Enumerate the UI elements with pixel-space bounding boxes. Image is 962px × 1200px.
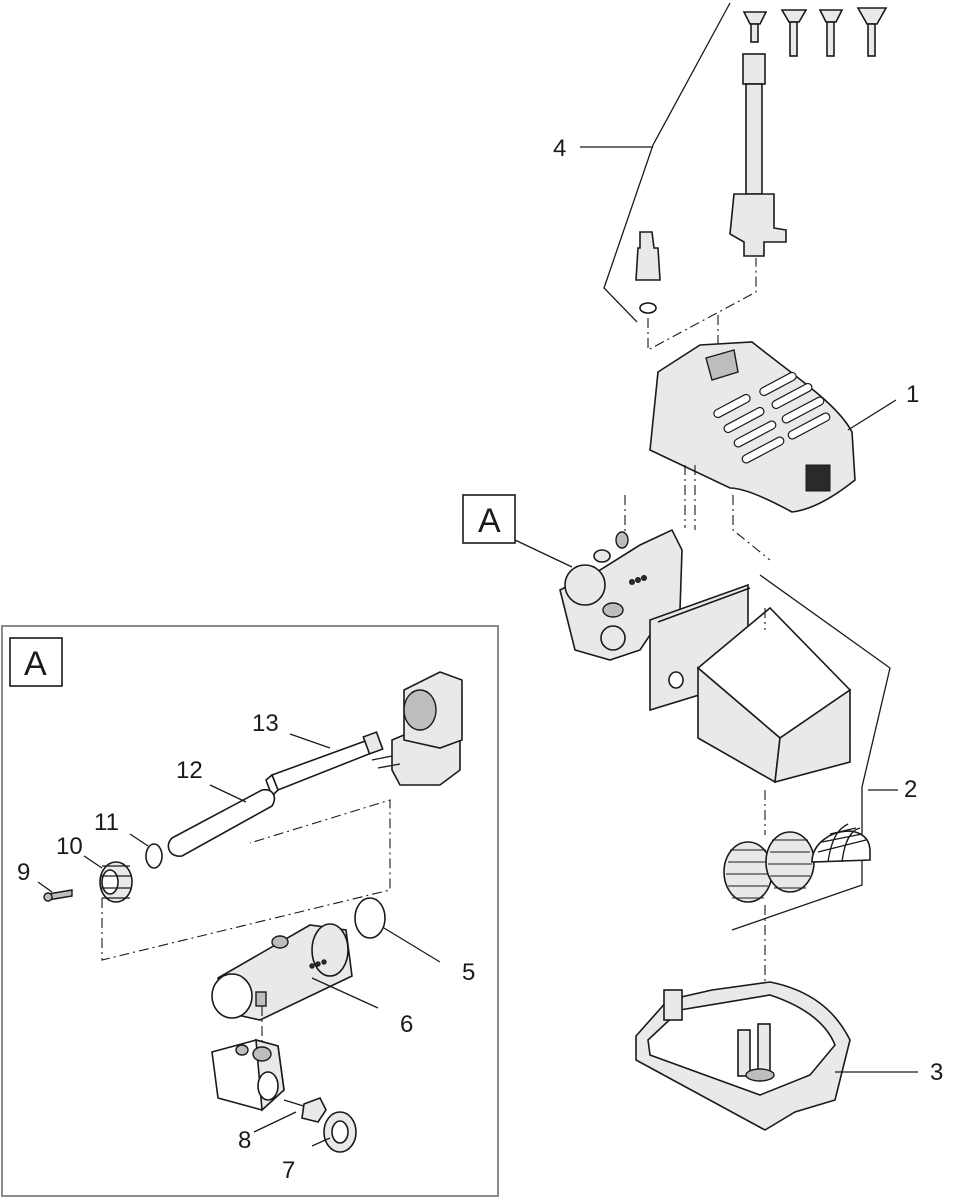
uvc-lamp-end (564, 564, 606, 606)
bracket-part-4 (603, 2, 731, 323)
cover-outlet-hole (705, 349, 739, 381)
label-12: 12 (176, 757, 203, 784)
label-7: 7 (282, 1157, 295, 1184)
uvc-lamp-part-13 (265, 731, 384, 798)
filter-sponge-part-2 (696, 606, 852, 784)
impeller-cover-part-7 (323, 1111, 357, 1153)
cover-part-1: 1 (649, 341, 919, 513)
connection-line-4 (647, 258, 757, 351)
pump-motor (211, 1038, 285, 1112)
spiky-filter-ball-1 (723, 841, 773, 903)
connection-line-1c (732, 495, 771, 561)
detail-box-inset (9, 637, 63, 687)
label-5: 5 (462, 959, 475, 986)
sponge-right (774, 688, 851, 784)
fountain-head-1 (742, 11, 768, 43)
label-4: 4 (553, 135, 566, 162)
label-2: 2 (904, 776, 917, 803)
fountain-head-2 (780, 9, 808, 57)
bracket-part-2 (731, 574, 891, 931)
fountain-head-3 (818, 9, 844, 57)
jet-nozzle (635, 231, 661, 281)
leader-5 (383, 927, 441, 963)
detail-label-main: A (478, 502, 501, 540)
cover-vent-slots (713, 371, 831, 464)
ballast-unit (371, 671, 463, 786)
connection-line-A (101, 799, 391, 961)
o-ring-part-11 (145, 843, 163, 869)
pump-top-fitting (615, 531, 629, 549)
label-9: 9 (17, 859, 30, 886)
uvc-housing-flange (311, 923, 349, 977)
label-11: 11 (94, 809, 119, 836)
cover-latch (805, 464, 831, 492)
leader-6 (311, 977, 379, 1009)
pump-nut (602, 602, 624, 618)
pump-inlet (600, 625, 626, 651)
detail-frame (1, 625, 499, 1197)
base-part-3: 3 (635, 981, 943, 1131)
label-6: 6 (400, 1011, 413, 1038)
screw-part-9 (43, 889, 73, 902)
fountain-set-part-4: 4 (553, 2, 888, 372)
leader-1 (847, 399, 897, 431)
filter-plate-hole (668, 671, 684, 689)
riser-valve-body (729, 193, 787, 257)
union-nut-part-10 (99, 861, 133, 903)
base-post-2 (737, 1029, 751, 1077)
uvc-housing-port (271, 935, 289, 949)
pump-connector (593, 549, 611, 563)
label-3: 3 (930, 1059, 943, 1086)
uvc-housing-end (211, 973, 253, 1019)
pump-motor-inlet (257, 1071, 279, 1101)
impeller-part-8 (283, 1096, 327, 1123)
quartz-glass-part-12 (167, 788, 276, 857)
fountain-head-4 (856, 7, 888, 57)
filter-balls (723, 823, 871, 903)
riser-tube (745, 83, 763, 195)
leader-A (514, 539, 573, 568)
label-8: 8 (238, 1127, 251, 1154)
detail-box-main (462, 494, 516, 544)
leader-13 (289, 733, 331, 749)
detail-view-A: A 13 12 11 (1, 625, 499, 1197)
spiky-filter-ball-2 (765, 831, 815, 893)
detail-label-inset: A (24, 645, 47, 683)
o-ring-part-5 (354, 897, 386, 939)
pump-motor-outlet (252, 1046, 272, 1062)
uvc-lamp-base (362, 731, 384, 755)
nozzle-o-ring (639, 302, 657, 314)
leader-10 (83, 855, 103, 869)
ballast-ring (403, 689, 437, 731)
leader-9 (37, 881, 53, 893)
uvc-lamp-tube (270, 739, 376, 792)
leader-11 (129, 833, 149, 847)
quartz-glass-tube (167, 788, 276, 857)
label-1: 1 (906, 381, 919, 408)
label-13: 13 (252, 710, 279, 737)
base-post-3 (757, 1023, 771, 1077)
detail-marker-main: A (462, 494, 573, 568)
uvc-housing-part-6 (211, 923, 353, 1021)
leader-8 (253, 1111, 297, 1133)
uvc-housing-foot (255, 991, 267, 1007)
mesh-filter-dome (811, 823, 871, 863)
base-socket (745, 1068, 775, 1082)
leader-12 (209, 784, 247, 803)
leader-7 (311, 1137, 331, 1147)
filter-plate-edge (657, 587, 751, 623)
label-10: 10 (56, 833, 83, 860)
impeller-blades (301, 1096, 327, 1123)
riser-top-adapter (742, 53, 766, 85)
base-post-1 (663, 989, 683, 1021)
